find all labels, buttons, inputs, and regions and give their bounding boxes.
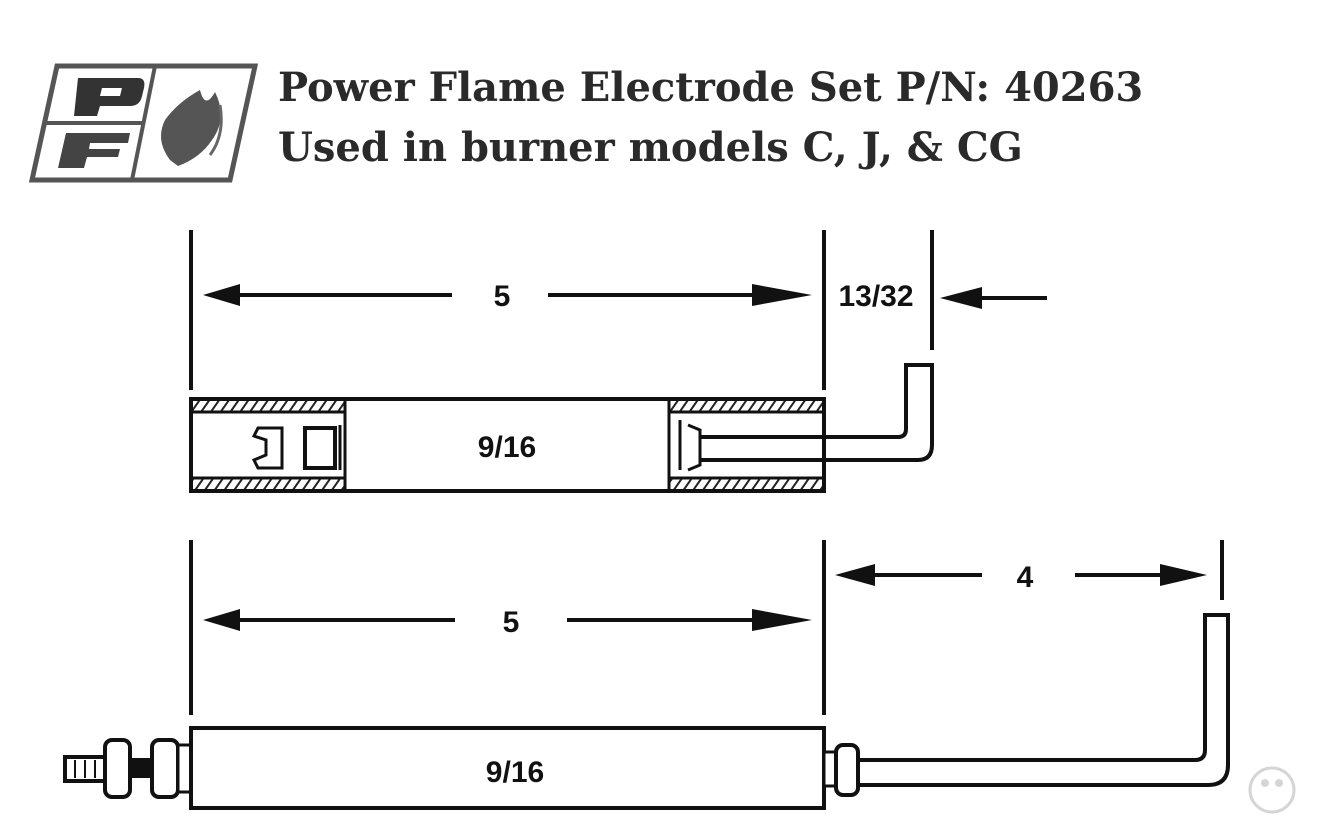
- watermark-icon: [1248, 766, 1296, 814]
- hex-nut: [834, 743, 860, 797]
- threaded-rod: [63, 755, 112, 783]
- arrow-right-icon: [752, 284, 812, 306]
- hex-nut: [103, 738, 132, 799]
- top-length-label: 5: [494, 280, 511, 313]
- hex-nut: [150, 738, 180, 799]
- bottom-electrode: 9/16: [63, 613, 1230, 810]
- arrow-left-icon: [835, 564, 875, 586]
- bottom-electrode-dimensions: 5 4: [189, 540, 1224, 715]
- power-flame-logo: [28, 63, 259, 183]
- terminal-clip: [251, 426, 284, 470]
- flame-icon: [161, 90, 223, 166]
- top-offset-label: 13/32: [838, 280, 913, 313]
- title-line-2: Used in burner models C, J, & CG: [278, 124, 1023, 171]
- electrode-wire: [700, 363, 934, 462]
- title-line-1: Power Flame Electrode Set P/N: 40263: [278, 64, 1143, 111]
- top-electrode-dimensions: 5 13/32: [189, 230, 1047, 390]
- arrow-left-icon: [940, 287, 982, 309]
- logo-letter-f: [58, 133, 130, 168]
- arrow-left-icon: [203, 609, 240, 631]
- electrode-wire: [858, 613, 1230, 787]
- top-electrode: 9/16: [189, 363, 934, 493]
- top-diameter-label: 9/16: [478, 431, 536, 464]
- arrow-left-icon: [203, 284, 240, 306]
- arrow-right-icon: [752, 609, 812, 631]
- bottom-diameter-label: 9/16: [486, 756, 544, 789]
- bottom-length-label: 5: [503, 606, 520, 639]
- logo-letter-p: [74, 78, 145, 116]
- arrow-right-icon: [1160, 564, 1207, 586]
- bottom-extension-label: 4: [1017, 561, 1034, 594]
